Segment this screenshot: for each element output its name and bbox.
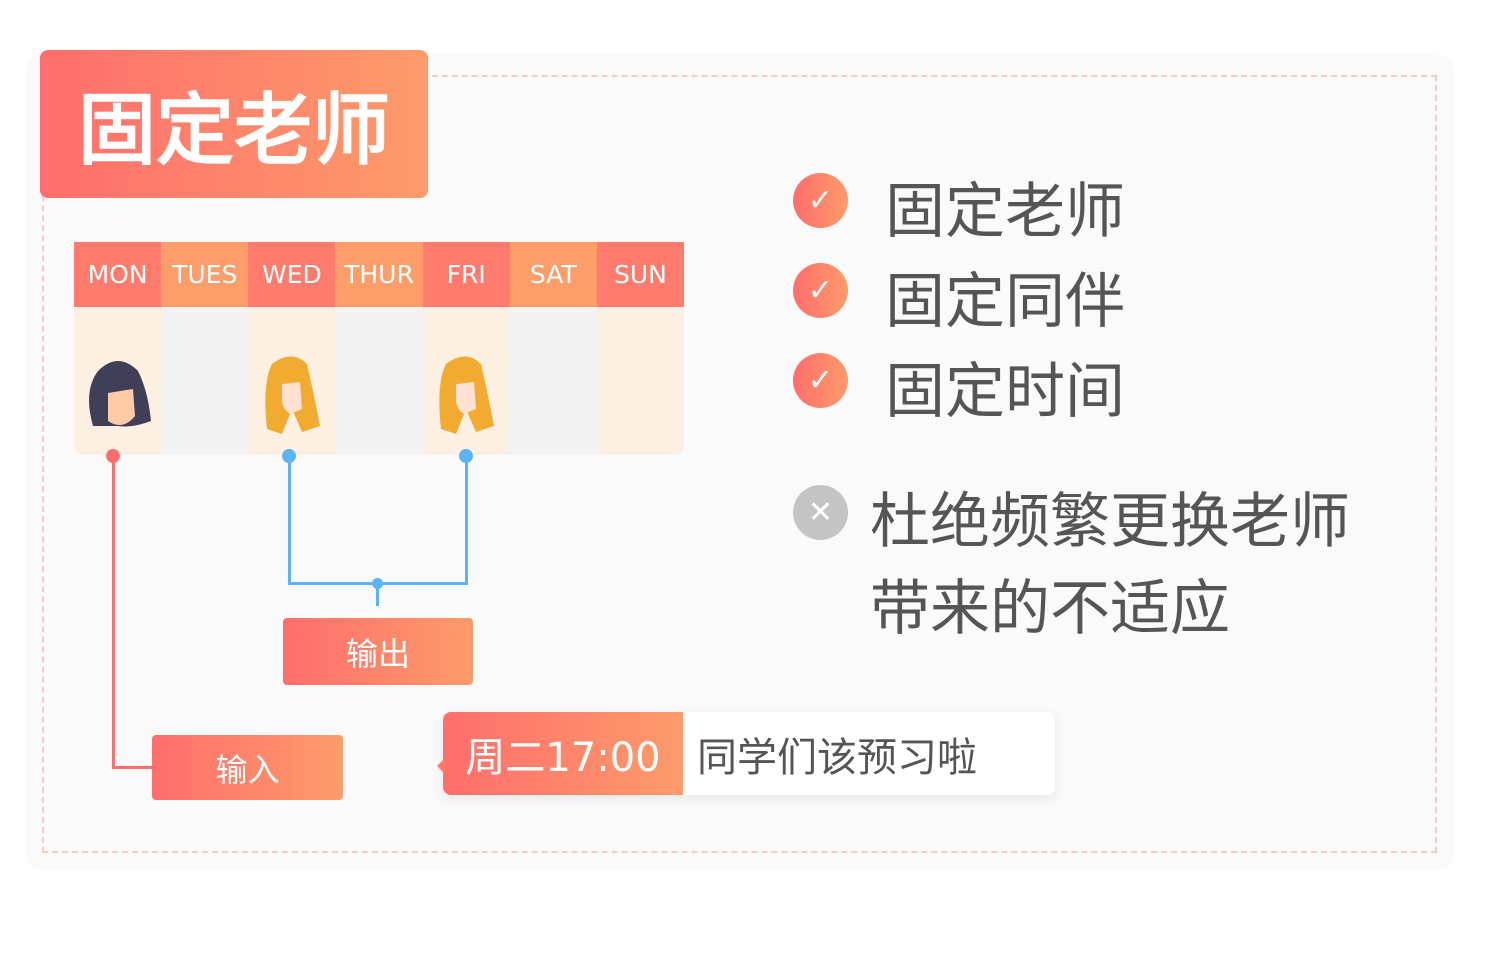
output-label: 输出 [283,618,473,685]
dashed-border [42,75,1437,853]
day-header: TUES [161,242,249,307]
input-connector [112,766,154,769]
output-connector [376,582,379,606]
day-header: WED [248,242,336,307]
day-mon: MON [74,242,162,455]
check-icon: ✓ [793,353,848,408]
day-fri: FRI [422,242,510,455]
connector-dot [459,449,473,463]
day-header: MON [74,242,162,307]
day-header: THUR [335,242,423,307]
day-thur: THUR [335,242,423,455]
day-header: FRI [422,242,510,307]
input-connector [112,455,115,769]
output-connector [288,455,291,585]
feature-item: 固定同伴 [885,267,1125,337]
input-label: 输入 [152,735,343,800]
day-tues: TUES [161,242,249,455]
teacher-avatar-blonde [265,356,320,434]
day-sun: SUN [596,242,684,455]
weekly-calendar: MON TUES WED THUR FRI SAT SUN [74,242,684,455]
day-sat: SAT [509,242,597,455]
close-icon: ✕ [793,485,848,540]
output-connector [465,455,468,585]
reminder-notification: 周二17:00 同学们该预习啦 [437,712,1055,795]
feature-item: 固定时间 [885,357,1125,427]
day-header: SAT [509,242,597,307]
connector-dot [372,578,383,589]
day-wed: WED [248,242,336,455]
negative-line2: 带来的不适应 [870,574,1230,644]
connector-dot [106,449,120,463]
check-icon: ✓ [793,263,848,318]
connector-dot [282,449,296,463]
teacher-avatar-blonde [439,356,495,434]
reminder-time: 周二17:00 [437,712,683,795]
title-badge: 固定老师 [40,50,428,198]
feature-item: 固定老师 [885,177,1125,247]
reminder-message: 同学们该预习啦 [697,734,977,781]
negative-line1: 杜绝频繁更换老师 [870,487,1350,557]
check-icon: ✓ [793,173,848,228]
day-header: SUN [596,242,684,307]
teacher-avatar-dark [88,361,151,427]
